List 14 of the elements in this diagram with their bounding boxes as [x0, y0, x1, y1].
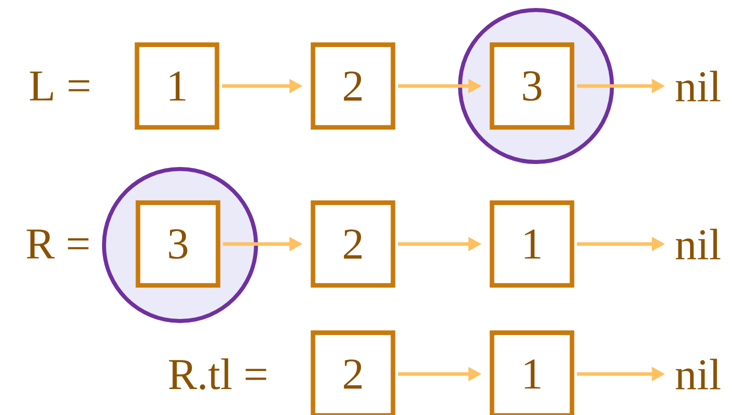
list-cell-box: 1 [490, 200, 574, 288]
nil-text: nil [676, 228, 720, 260]
list-cell-box: 2 [310, 330, 396, 415]
list-cell-box: 3 [136, 200, 220, 288]
list-cell-box: 2 [310, 42, 396, 130]
variable-label: R.tl = [168, 358, 266, 390]
list-cell-box: 3 [490, 42, 574, 130]
list-cell-box: 2 [310, 200, 396, 288]
list-cell-box: 1 [490, 330, 574, 415]
list-cell-box: 1 [134, 42, 220, 130]
variable-label: L = [30, 72, 90, 100]
variable-label: R = [26, 230, 88, 258]
nil-text: nil [676, 358, 720, 390]
nil-text: nil [676, 70, 720, 102]
